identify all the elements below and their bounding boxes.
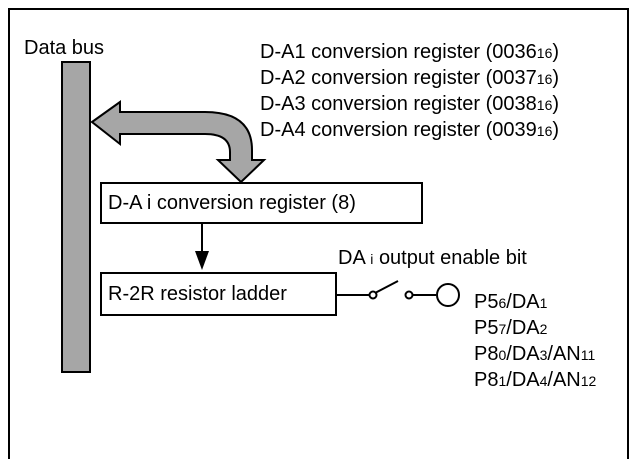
pin-text: P8 xyxy=(474,369,499,391)
pin-subscript: 2 xyxy=(539,321,548,337)
pin-subscript: 1 xyxy=(498,373,507,389)
register-address-list: D-A1 conversion register (003616)D-A2 co… xyxy=(260,40,559,144)
pin-text: /DA xyxy=(506,343,540,365)
data-bus-label: Data bus xyxy=(24,37,105,59)
register-close-paren: ) xyxy=(552,41,560,63)
register-close-paren: ) xyxy=(552,67,560,89)
pin-text: P5 xyxy=(474,291,499,313)
pin-text: /DA xyxy=(506,317,540,339)
output-pin-name-3: P80/DA3/AN11 xyxy=(474,342,596,368)
enable-bit-index: i xyxy=(370,251,374,267)
pin-text: /AN xyxy=(547,369,581,391)
output-pin-name-2: P57/DA2 xyxy=(474,316,596,342)
register-address-2: D-A2 conversion register (003716) xyxy=(260,66,559,92)
register-name-text: D-A4 conversion register (0039 xyxy=(260,119,537,141)
switch-contact-left xyxy=(368,290,378,300)
register-radix-subscript: 16 xyxy=(536,123,553,139)
register-name-text: D-A1 conversion register (0036 xyxy=(260,41,537,63)
pin-subscript: 12 xyxy=(580,373,597,389)
pin-subscript: 1 xyxy=(539,295,548,311)
pin-text: P8 xyxy=(474,343,499,365)
r2r-resistor-ladder-box: R-2R resistor ladder xyxy=(100,272,337,316)
enable-bit-prefix: DA xyxy=(338,247,365,269)
register-address-1: D-A1 conversion register (003616) xyxy=(260,40,559,66)
output-pin-name-1: P56/DA1 xyxy=(474,290,596,316)
register-close-paren: ) xyxy=(552,93,560,115)
pin-text: /DA xyxy=(506,291,540,313)
da-conversion-register-box: D-A i conversion register (8) xyxy=(100,182,423,224)
output-pin-terminal xyxy=(436,283,460,307)
pin-subscript: 0 xyxy=(498,347,507,363)
output-pin-name-4: P81/DA4/AN12 xyxy=(474,368,596,394)
register-radix-subscript: 16 xyxy=(536,97,553,113)
register-address-4: D-A4 conversion register (003916) xyxy=(260,118,559,144)
switch-contact-right xyxy=(404,290,414,300)
pin-subscript: 3 xyxy=(539,347,548,363)
register-to-ladder-arrowhead xyxy=(195,251,209,270)
register-radix-subscript: 16 xyxy=(536,45,553,61)
pin-text: P5 xyxy=(474,317,499,339)
output-enable-bit-label: DA i output enable bit xyxy=(338,248,527,268)
bus-transfer-arrow xyxy=(90,100,267,184)
register-name-text: D-A2 conversion register (0037 xyxy=(260,67,537,89)
diagram-frame xyxy=(8,8,629,459)
register-close-paren: ) xyxy=(552,119,560,141)
pin-subscript: 7 xyxy=(498,321,507,337)
pin-subscript: 6 xyxy=(498,295,507,311)
pin-subscript: 11 xyxy=(580,347,596,363)
enable-bit-suffix: output enable bit xyxy=(378,247,527,269)
register-name-text: D-A3 conversion register (0038 xyxy=(260,93,537,115)
register-radix-subscript: 16 xyxy=(536,71,553,87)
pin-text: /DA xyxy=(506,369,540,391)
pin-text: /AN xyxy=(547,343,581,365)
register-address-3: D-A3 conversion register (003816) xyxy=(260,92,559,118)
data-bus-bar xyxy=(61,61,91,373)
pin-subscript: 4 xyxy=(539,373,548,389)
switch-blade xyxy=(374,280,399,294)
